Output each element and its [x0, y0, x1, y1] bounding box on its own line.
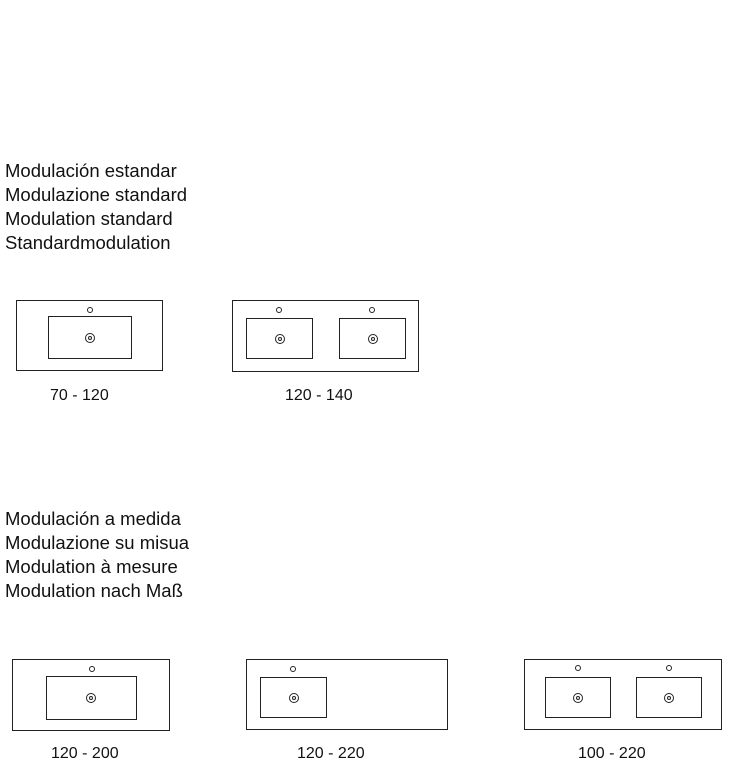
tap-hole-icon: [89, 666, 95, 672]
drain-icon: [86, 693, 96, 703]
custom-countertop-single-centered: [12, 659, 170, 731]
drain-icon: [368, 334, 378, 344]
custom-dimension-single-offset: 120 - 220: [297, 745, 365, 762]
basin-right: [636, 677, 702, 718]
standard-heading-fr: Modulation standard: [5, 208, 173, 229]
standard-heading-es: Modulación estandar: [5, 160, 177, 181]
tap-hole-icon: [666, 665, 672, 671]
drain-icon: [573, 693, 583, 703]
basin: [48, 316, 132, 359]
tap-hole-icon: [369, 307, 375, 313]
tap-hole-icon: [87, 307, 93, 313]
custom-heading-de: Modulation nach Maß: [5, 580, 183, 601]
tap-hole-icon: [290, 666, 296, 672]
custom-heading-fr: Modulation à mesure: [5, 556, 178, 577]
basin-left: [545, 677, 611, 718]
basin-right: [339, 318, 406, 359]
standard-countertop-double: [232, 300, 419, 372]
standard-heading-de: Standardmodulation: [5, 232, 171, 253]
standard-heading: Modulación estandar Modulazione standard…: [5, 159, 187, 255]
basin-left: [246, 318, 313, 359]
custom-dimension-single-centered: 120 - 200: [51, 745, 119, 762]
drain-icon: [85, 333, 95, 343]
standard-dimension-double: 120 - 140: [285, 387, 353, 404]
tap-hole-icon: [276, 307, 282, 313]
drain-icon: [664, 693, 674, 703]
custom-countertop-single-offset: [246, 659, 448, 730]
standard-heading-it: Modulazione standard: [5, 184, 188, 205]
standard-countertop-single: [16, 300, 163, 371]
custom-dimension-double: 100 - 220: [578, 745, 646, 762]
drain-icon: [275, 334, 285, 344]
custom-heading-it: Modulazione su misua: [5, 532, 190, 553]
basin: [46, 676, 137, 720]
custom-countertop-double: [524, 659, 722, 730]
custom-heading-es: Modulación a medida: [5, 508, 181, 529]
basin: [260, 677, 327, 718]
custom-heading: Modulación a medida Modulazione su misua…: [5, 507, 189, 603]
standard-dimension-single: 70 - 120: [50, 387, 109, 404]
drain-icon: [289, 693, 299, 703]
tap-hole-icon: [575, 665, 581, 671]
